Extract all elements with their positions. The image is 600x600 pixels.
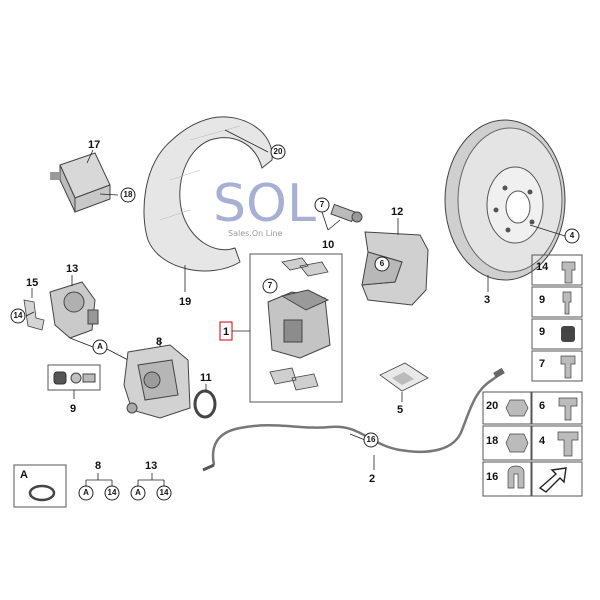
callout-18: 18: [124, 190, 133, 199]
label-9: 9: [70, 403, 76, 415]
label-19: 19: [179, 296, 191, 308]
sidebar-label-14: 14: [536, 261, 549, 273]
label-5: 5: [397, 404, 403, 416]
brake-disc[interactable]: [444, 119, 566, 281]
watermark-tagline: Sales.On Line: [228, 229, 282, 238]
legend-13-a-ring: [130, 485, 146, 501]
seal-ring[interactable]: [193, 389, 217, 419]
label-15: 15: [26, 277, 38, 289]
bolt-7-icon: [560, 355, 576, 379]
legend-8-14-ring: [104, 485, 120, 501]
callout-16: 16: [367, 435, 376, 444]
callout-20-top: 20: [274, 147, 283, 156]
brake-caliper[interactable]: [123, 344, 191, 419]
legend-8-14: 14: [108, 488, 117, 497]
sidebar-label-4: 4: [539, 435, 546, 447]
legend-8-label: 8: [95, 460, 101, 472]
legend-13-label: 13: [145, 460, 157, 472]
bolt-6-icon: [558, 397, 578, 421]
callout-a-ring: [92, 339, 108, 355]
label-17: 17: [88, 139, 100, 151]
control-module[interactable]: [50, 152, 111, 213]
callout-20-ring: [270, 144, 286, 160]
callout-14a: 14: [14, 311, 23, 320]
legend-a-box: [13, 464, 67, 508]
callout-16-ring: [363, 432, 379, 448]
bracket-15[interactable]: [23, 299, 45, 331]
legend-a-label: A: [20, 469, 28, 481]
decal-sheet[interactable]: [379, 362, 429, 392]
epb-actuator[interactable]: [49, 281, 99, 339]
bleed-screw-set[interactable]: [53, 371, 96, 385]
label-1: 1: [223, 326, 229, 338]
bolt-14-icon: [561, 261, 576, 284]
sidebar-label-6: 6: [539, 400, 545, 412]
legend-a-ring-icon: [28, 484, 56, 502]
nut-20-icon: [505, 399, 529, 417]
callout-4: 4: [570, 231, 575, 240]
label-11: 11: [200, 372, 212, 384]
label-10: 10: [322, 239, 334, 251]
bolt-4-icon: [557, 431, 579, 457]
pad-clips-bottom[interactable]: [269, 367, 319, 391]
label-13: 13: [66, 263, 78, 275]
callout-4-ring: [564, 228, 580, 244]
legend-13-14-ring: [156, 485, 172, 501]
sidebar-label-9b: 9: [539, 326, 545, 338]
callout-18-ring: [120, 187, 136, 203]
pad-kit-box: [249, 253, 343, 403]
nut-18-icon: [505, 433, 529, 453]
sidebar-label-20: 20: [486, 400, 498, 412]
callout-6-ring: [374, 256, 390, 272]
sidebar-label-7: 7: [539, 358, 545, 370]
callout-7b: 7: [268, 281, 273, 290]
callout-7b-ring: [262, 278, 278, 294]
pad-clips-top[interactable]: [281, 257, 329, 277]
dust-cap-icon: [561, 326, 575, 342]
callout-7a: 7: [320, 200, 325, 209]
label-3: 3: [484, 294, 490, 306]
label-8: 8: [156, 336, 162, 348]
callout-14a-ring: [10, 308, 26, 324]
brake-pads[interactable]: [267, 289, 331, 359]
callout-6: 6: [380, 259, 385, 268]
legend-8-a: A: [83, 488, 89, 497]
watermark-letters: SOL: [213, 174, 316, 234]
fastener-sidebar: 14 9 9 7 20 6 18 4 16: [482, 254, 583, 497]
dust-shield[interactable]: [143, 116, 273, 272]
legend-13-14: 14: [160, 488, 169, 497]
wear-sensor-cable[interactable]: [202, 367, 505, 472]
label-2: 2: [369, 473, 375, 485]
direction-arrow-icon: [538, 467, 567, 493]
sidebar-label-9a: 9: [539, 294, 545, 306]
legend-13-a: A: [135, 488, 141, 497]
sidebar-label-16: 16: [486, 471, 498, 483]
bleed-screw-icon: [562, 291, 572, 315]
clip-16-icon: [507, 465, 525, 489]
sidebar-label-18: 18: [486, 435, 498, 447]
guide-bolt[interactable]: [330, 203, 363, 223]
legend-8-a-ring: [78, 485, 94, 501]
label-12: 12: [391, 206, 403, 218]
callout-a: A: [97, 342, 103, 351]
watermark-logo: SOL Sales.On Line: [213, 174, 316, 238]
caliper-carrier[interactable]: [361, 231, 429, 306]
